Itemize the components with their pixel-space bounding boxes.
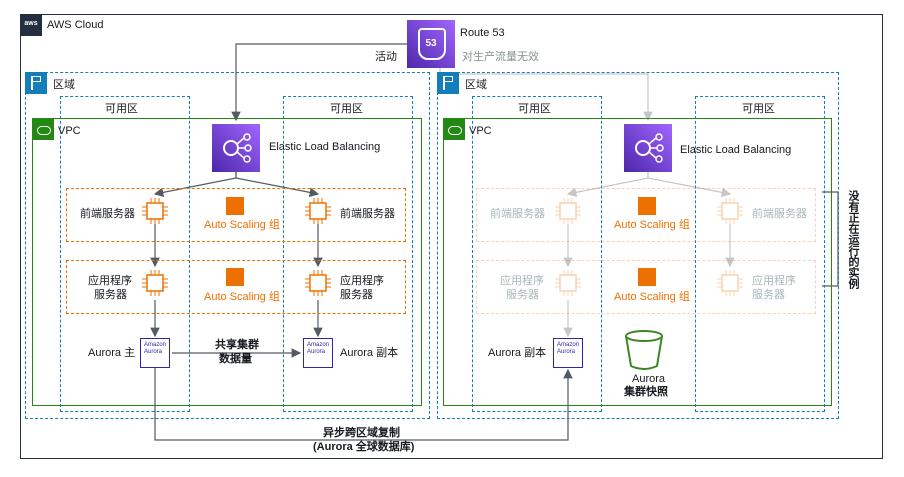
aurora-icon-text: Aurora bbox=[144, 349, 163, 355]
asg-web-right bbox=[476, 188, 816, 242]
replication-label-line1: 异步跨区域复制 bbox=[323, 427, 400, 439]
az-right-2 bbox=[695, 96, 825, 412]
app-server-label-line1: 应用程序 bbox=[752, 275, 796, 287]
region-left bbox=[25, 72, 430, 419]
no-instances-label: 没有正在运行的实例 bbox=[847, 190, 859, 289]
elb-icon bbox=[624, 124, 672, 172]
az-right-2-label: 可用区 bbox=[742, 103, 775, 115]
web-server-label: 前端服务器 bbox=[490, 208, 545, 220]
az-left-2 bbox=[283, 96, 413, 412]
app-server-label-line2: 服务器 bbox=[340, 289, 373, 301]
ec2-instance-icon bbox=[555, 198, 581, 224]
vpc-cloud-icon bbox=[32, 118, 54, 140]
ec2-instance-icon bbox=[717, 198, 743, 224]
ec2-instance-icon bbox=[142, 270, 168, 296]
auto-scaling-icon bbox=[638, 268, 656, 286]
ec2-instance-icon bbox=[305, 270, 331, 296]
web-server-label: 前端服务器 bbox=[340, 208, 395, 220]
elb-label: Elastic Load Balancing bbox=[680, 144, 792, 156]
aws-logo-icon: aws bbox=[20, 14, 42, 36]
vpc-left-label: VPC bbox=[58, 125, 81, 137]
vpc-cloud-icon bbox=[443, 118, 465, 140]
vpc-left bbox=[32, 118, 422, 406]
shared-volume-label-line1: 共享集群 bbox=[215, 339, 259, 351]
app-server-label-line1: 应用程序 bbox=[88, 275, 132, 287]
aws-cloud-boundary bbox=[20, 14, 883, 459]
s3-bucket-icon bbox=[625, 330, 663, 370]
aurora-primary-label: Aurora 主 bbox=[88, 347, 136, 359]
web-server-label: 前端服务器 bbox=[80, 208, 135, 220]
aurora-icon-text: Amazon bbox=[307, 342, 330, 348]
region-left-label: 区域 bbox=[53, 79, 75, 91]
aurora-replica-label: Aurora 副本 bbox=[340, 347, 399, 359]
az-left-2-label: 可用区 bbox=[330, 103, 363, 115]
ec2-instance-icon bbox=[305, 198, 331, 224]
ec2-instance-icon bbox=[142, 198, 168, 224]
inactive-label: 对生产流量无效 bbox=[462, 51, 539, 63]
az-right-1 bbox=[472, 96, 602, 412]
vpc-right-label: VPC bbox=[469, 125, 492, 137]
route53-badge: 53 bbox=[425, 38, 437, 49]
region-flag-icon bbox=[437, 72, 459, 94]
aurora-icon-text: Amazon bbox=[144, 342, 167, 348]
az-left-1 bbox=[60, 96, 190, 412]
region-right bbox=[437, 72, 839, 419]
vpc-right bbox=[443, 118, 832, 406]
aurora-icon-text: Amazon bbox=[557, 342, 580, 348]
elb-icon-glyph bbox=[223, 133, 252, 163]
auto-scaling-icon bbox=[638, 197, 656, 215]
snapshot-label-line2: 集群快照 bbox=[624, 386, 668, 398]
aws-logo-text: aws bbox=[24, 20, 38, 27]
elb-icon bbox=[212, 124, 260, 172]
shared-volume-label-line2: 数据量 bbox=[219, 353, 252, 365]
ec2-instance-icon bbox=[555, 270, 581, 296]
route53-label: Route 53 bbox=[460, 27, 505, 39]
ec2-instance-icon bbox=[717, 270, 743, 296]
auto-scaling-icon bbox=[226, 268, 244, 286]
region-flag-icon bbox=[25, 72, 47, 94]
elb-label: Elastic Load Balancing bbox=[269, 141, 381, 153]
asg-label: Auto Scaling 组 bbox=[614, 219, 690, 231]
app-server-label-line1: 应用程序 bbox=[500, 275, 544, 287]
app-server-label-line2: 服务器 bbox=[94, 289, 127, 301]
replication-label-line2: (Aurora 全球数据库) bbox=[313, 441, 415, 453]
asg-app-left bbox=[66, 260, 406, 314]
az-left-1-label: 可用区 bbox=[105, 103, 138, 115]
app-server-label-line1: 应用程序 bbox=[340, 275, 384, 287]
asg-app-right bbox=[476, 260, 816, 314]
asg-label: Auto Scaling 组 bbox=[204, 219, 280, 231]
aurora-icon-text: Aurora bbox=[307, 349, 326, 355]
app-server-label-line2: 服务器 bbox=[752, 289, 785, 301]
elb-icon-glyph bbox=[635, 133, 664, 163]
web-server-label: 前端服务器 bbox=[752, 208, 807, 220]
auto-scaling-icon bbox=[226, 197, 244, 215]
aurora-replica-label: Aurora 副本 bbox=[488, 347, 547, 359]
route53-icon: 53 bbox=[407, 20, 455, 68]
aurora-icon-text: Aurora bbox=[557, 349, 576, 355]
asg-web-left bbox=[66, 188, 406, 242]
asg-label: Auto Scaling 组 bbox=[614, 291, 690, 303]
aws-cloud-label: AWS Cloud bbox=[47, 19, 104, 31]
active-label: 活动 bbox=[375, 51, 397, 63]
app-server-label-line2: 服务器 bbox=[506, 289, 539, 301]
asg-label: Auto Scaling 组 bbox=[204, 291, 280, 303]
snapshot-label-line1: Aurora bbox=[632, 373, 666, 385]
az-right-1-label: 可用区 bbox=[518, 103, 551, 115]
region-right-label: 区域 bbox=[465, 79, 487, 91]
